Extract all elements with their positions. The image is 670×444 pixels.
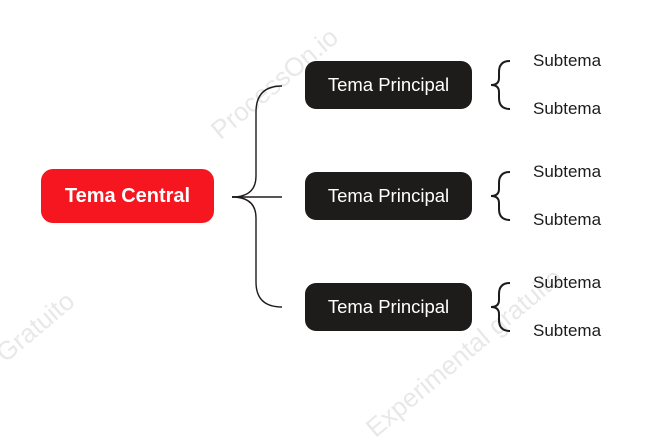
main-topic-3[interactable]: Tema Principal: [305, 283, 472, 331]
subtopic-brace: [490, 171, 511, 221]
subtopic[interactable]: Subtema: [533, 210, 602, 229]
subtopic[interactable]: Subtema: [533, 162, 602, 181]
central-topic-label: Tema Central: [64, 184, 191, 207]
subtopic-brace: [490, 60, 511, 110]
main-topic-label: Tema Principal: [327, 296, 450, 317]
subtopic-brace: [490, 282, 511, 332]
subtopic[interactable]: Subtema: [533, 51, 602, 70]
main-brace: [231, 85, 283, 198]
subtopic[interactable]: Subtema: [533, 99, 602, 118]
central-topic[interactable]: Tema Central: [41, 169, 214, 223]
main-brace: [231, 196, 283, 308]
main-topic-2[interactable]: Tema Principal: [305, 172, 472, 220]
subtopic[interactable]: Subtema: [533, 321, 602, 340]
subtopic[interactable]: Subtema: [533, 273, 602, 292]
main-topic-label: Tema Principal: [327, 74, 450, 95]
connector-lines: [231, 60, 511, 332]
main-topic-1[interactable]: Tema Principal: [305, 61, 472, 109]
mind-map-canvas: ProcessOn.io Gratuito Experimental gratu…: [0, 22, 602, 443]
main-topic-label: Tema Principal: [327, 185, 450, 206]
